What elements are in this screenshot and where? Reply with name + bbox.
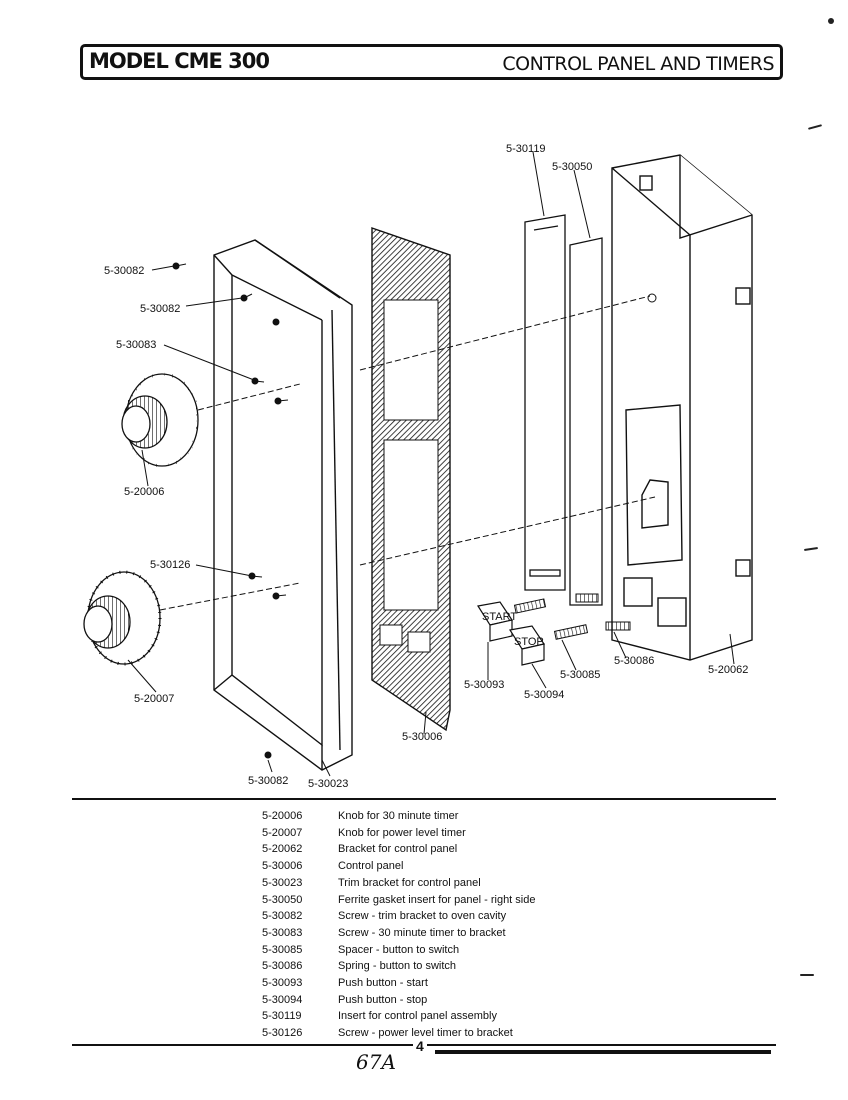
parts-row: 5-30094 Push button - stop (262, 992, 535, 1009)
parts-row: 5-20062 Bracket for control panel (262, 841, 535, 858)
part-number: 5-30094 (262, 993, 303, 1006)
page-header: MODEL CME 300 CONTROL PANEL AND TIMERS (80, 44, 783, 80)
part-description: Spacer - button to switch (338, 943, 460, 956)
footer-rule-thick (435, 1050, 771, 1054)
part-number: 5-30083 (262, 926, 303, 939)
scan-mark (828, 18, 834, 24)
part-description: Spring - button to switch (338, 960, 457, 973)
part-number: 5-30082 (262, 910, 303, 923)
ferrite-gasket (569, 237, 603, 606)
part-description: Push button - start (338, 977, 428, 990)
callout-5-30086: 5-30086 (614, 655, 654, 667)
callout-5-30085: 5-30085 (560, 669, 600, 681)
callout-5-20062: 5-20062 (708, 664, 748, 676)
part-description: Bracket for control panel (338, 843, 458, 856)
part-number: 5-30093 (262, 977, 303, 990)
part-number: 5-20007 (262, 826, 303, 839)
stop-button-text: STOP (514, 636, 544, 648)
control-panel (371, 227, 451, 732)
part-description: Push button - stop (338, 993, 428, 1006)
page-number: 4 (413, 1038, 427, 1054)
parts-row: 5-20006 Knob for 30 minute timer (262, 808, 535, 825)
knob-30-minute-timer (121, 372, 200, 468)
part-number: 5-30050 (262, 893, 303, 906)
parts-row: 5-30023 Trim bracket for control panel (262, 875, 535, 892)
callout-5-30126: 5-30126 (150, 559, 190, 571)
parts-row: 5-30006 Control panel (262, 858, 535, 875)
part-number: 5-30023 (262, 876, 303, 889)
control-panel-bracket (611, 154, 753, 661)
parts-row: 5-30083 Screw - 30 minute timer to bracke… (262, 925, 535, 942)
trim-bracket (213, 239, 353, 771)
parts-row: 5-30082 Screw - trim bracket to oven cavi… (262, 908, 535, 925)
part-description: Screw - 30 minute timer to bracket (338, 926, 506, 939)
parts-row: 5-30050 Ferrite gasket insert for panel -… (262, 892, 535, 909)
leader-lines (127, 151, 735, 777)
callout-5-30050: 5-30050 (552, 161, 592, 173)
callout-5-30119: 5-30119 (506, 143, 546, 155)
callout-5-20007: 5-20007 (134, 693, 174, 705)
scan-mark (800, 974, 814, 976)
callout-5-30093: 5-30093 (464, 679, 504, 691)
knob-power-level-timer (83, 570, 162, 666)
callout-5-30083: 5-30083 (116, 339, 156, 351)
alignment-lines (159, 295, 656, 611)
parts-row: 5-20007 Knob for power level timer (262, 825, 535, 842)
push-buttons (477, 601, 545, 666)
parts-list-top-rule (72, 798, 776, 800)
parts-row: 5-30085 Spacer - button to switch (262, 942, 535, 959)
part-number: 5-30085 (262, 943, 303, 956)
section-title: CONTROL PANEL AND TIMERS (502, 53, 774, 75)
callout-5-30082-b: 5-30082 (140, 303, 180, 315)
part-description: Trim bracket for control panel (338, 876, 481, 889)
part-number: 5-30086 (262, 960, 303, 973)
spacers-springs (513, 593, 631, 640)
callout-5-30082-c: 5-30082 (248, 775, 288, 787)
parts-row: 5-30119 Insert for control panel assembly (262, 1008, 535, 1025)
part-number: 5-30119 (262, 1010, 302, 1023)
part-number: 5-30126 (262, 1027, 303, 1040)
part-description: Insert for control panel assembly (338, 1010, 497, 1023)
callout-5-20006: 5-20006 (124, 486, 164, 498)
callout-5-30094: 5-30094 (524, 689, 564, 701)
parts-row: 5-30126 Screw - power level timer to brac… (262, 1025, 535, 1042)
callout-5-30006: 5-30006 (402, 731, 442, 743)
callout-5-30082-a: 5-30082 (104, 265, 144, 277)
start-button-text: START (482, 611, 517, 623)
model-title: MODEL CME 300 (89, 49, 270, 73)
parts-row: 5-30086 Spring - button to switch (262, 958, 535, 975)
panel-insert (524, 214, 566, 591)
part-description: Ferrite gasket insert for panel - right … (338, 893, 536, 906)
part-description: Screw - trim bracket to oven cavity (338, 910, 507, 923)
part-number: 5-20062 (262, 843, 303, 856)
exploded-parts-diagram: START STOP 5-30082 5-30082 5-30083 5-20 (83, 143, 753, 790)
part-number: 5-30006 (262, 860, 303, 873)
handwritten-note: 67A (356, 1050, 396, 1074)
parts-list: 5-20006 Knob for 30 minute timer 5-20007 K… (262, 808, 535, 1042)
part-description: Knob for power level timer (338, 826, 466, 839)
part-number: 5-20006 (262, 810, 303, 822)
part-description: Screw - power level timer to bracket (338, 1027, 513, 1040)
parts-row: 5-30093 Push button - start (262, 975, 535, 992)
callout-5-30023: 5-30023 (308, 778, 348, 790)
part-description: Knob for 30 minute timer (338, 810, 459, 822)
part-description: Control panel (338, 860, 404, 873)
